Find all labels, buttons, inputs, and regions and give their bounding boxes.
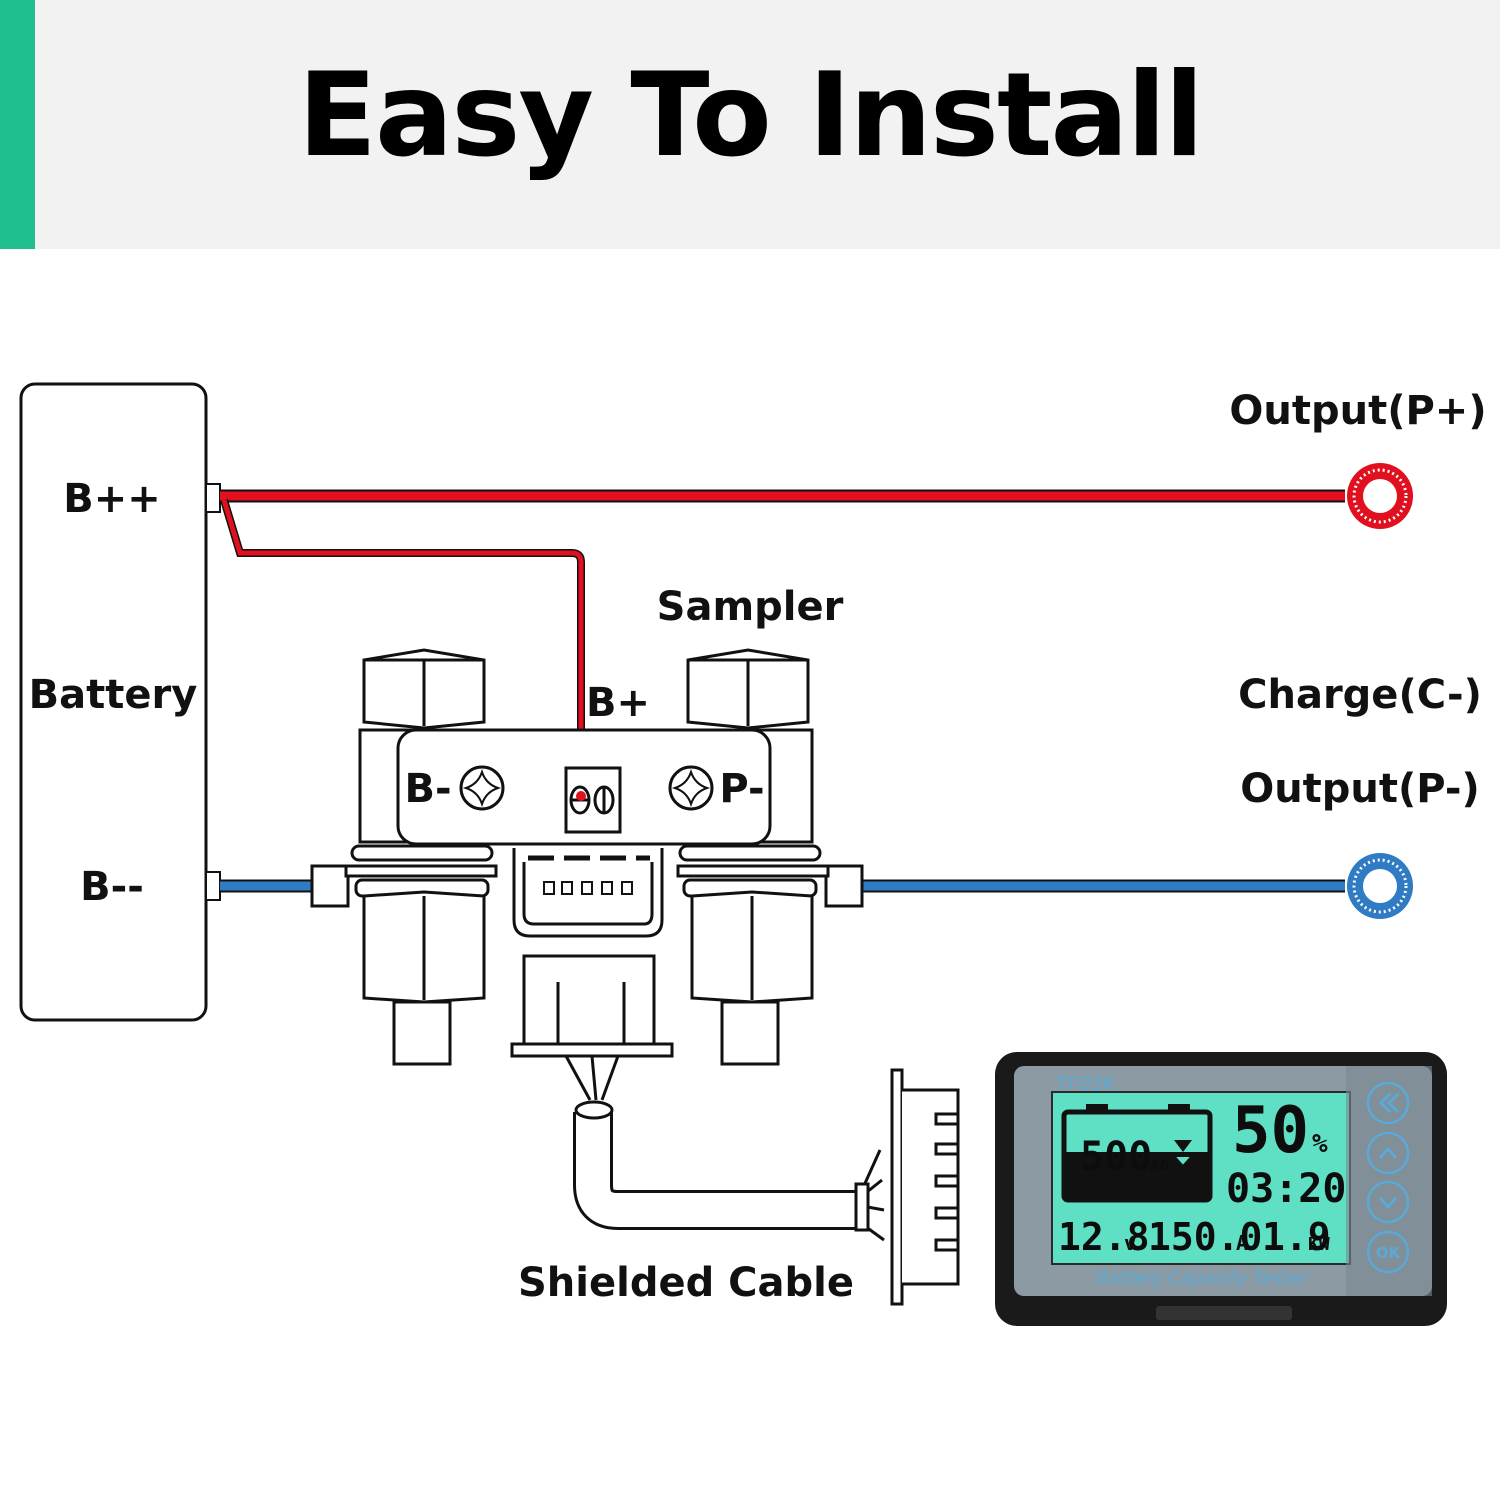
battery-label: Battery xyxy=(29,672,198,718)
vent-slots xyxy=(1156,1306,1292,1320)
battery-monitor: TF03K 500 Ah 50 % 03:20 12.8 v 150.0 A 1… xyxy=(995,1052,1447,1326)
b-minus-screw-icon xyxy=(459,765,505,811)
shielded-cable xyxy=(564,1055,885,1242)
shielded-cable-label: Shielded Cable xyxy=(518,1260,854,1306)
current-unit: A xyxy=(1236,1231,1248,1255)
negative-ring-terminal xyxy=(1347,853,1413,919)
back-icon xyxy=(1378,1092,1400,1114)
ok-button-label: OK xyxy=(1376,1244,1402,1262)
ok-button[interactable]: OK xyxy=(1366,1230,1410,1274)
battery-positive-terminal xyxy=(205,483,221,513)
output-p-plus-label: Output(P+) xyxy=(1229,388,1486,434)
battery-negative-terminal xyxy=(205,871,221,901)
remaining-time: 03:20 xyxy=(1226,1166,1346,1212)
monitor-footer-label: Battery Capacity Tester xyxy=(1096,1268,1309,1289)
connector-pins xyxy=(543,881,633,895)
sampler-label: Sampler xyxy=(657,584,844,630)
up-button[interactable] xyxy=(1366,1131,1410,1175)
power-value: 1.9 xyxy=(1262,1215,1331,1259)
back-button[interactable] xyxy=(1366,1081,1410,1125)
sampler-shunt xyxy=(310,648,864,1066)
charge-c-minus-label: Charge(C-) xyxy=(1238,672,1482,718)
down-arrow-icon xyxy=(1378,1197,1398,1210)
down-button[interactable] xyxy=(1366,1180,1410,1224)
current-value: 150.0 xyxy=(1148,1215,1262,1259)
cable-connector xyxy=(890,1068,960,1306)
b-minus-minus-label: B-- xyxy=(80,864,144,910)
model-label: TF03K xyxy=(1056,1073,1117,1095)
percent-unit: % xyxy=(1312,1129,1328,1159)
b-plus-label: B+ xyxy=(586,680,650,726)
discharge-arrow-icon xyxy=(1174,1140,1192,1152)
battery-icon xyxy=(1061,1104,1213,1203)
discharge-arrow-icon-2 xyxy=(1171,1155,1195,1168)
positive-ring-terminal xyxy=(1347,463,1413,529)
percent-value: 50 xyxy=(1232,1094,1309,1168)
p-minus-screw-icon xyxy=(668,765,714,811)
up-arrow-icon xyxy=(1378,1146,1398,1159)
header-banner xyxy=(0,0,1500,249)
b-plus-terminal-block xyxy=(564,766,622,834)
battery-box xyxy=(19,382,208,1022)
capacity-value: 500 xyxy=(1080,1134,1152,1180)
power-unit: KW xyxy=(1308,1234,1330,1255)
page-title: Easy To Install xyxy=(297,48,1204,183)
p-minus-label: P- xyxy=(719,766,764,812)
positive-wire xyxy=(220,489,1345,795)
b-minus-label: B- xyxy=(404,766,451,812)
header-accent-bar xyxy=(0,0,35,249)
b-plus-plus-label: B++ xyxy=(63,476,161,522)
voltage-unit: v xyxy=(1124,1231,1136,1255)
voltage-value: 12.8 xyxy=(1058,1215,1150,1259)
output-p-minus-label: Output(P-) xyxy=(1240,766,1480,812)
capacity-unit: Ah xyxy=(1150,1155,1169,1174)
